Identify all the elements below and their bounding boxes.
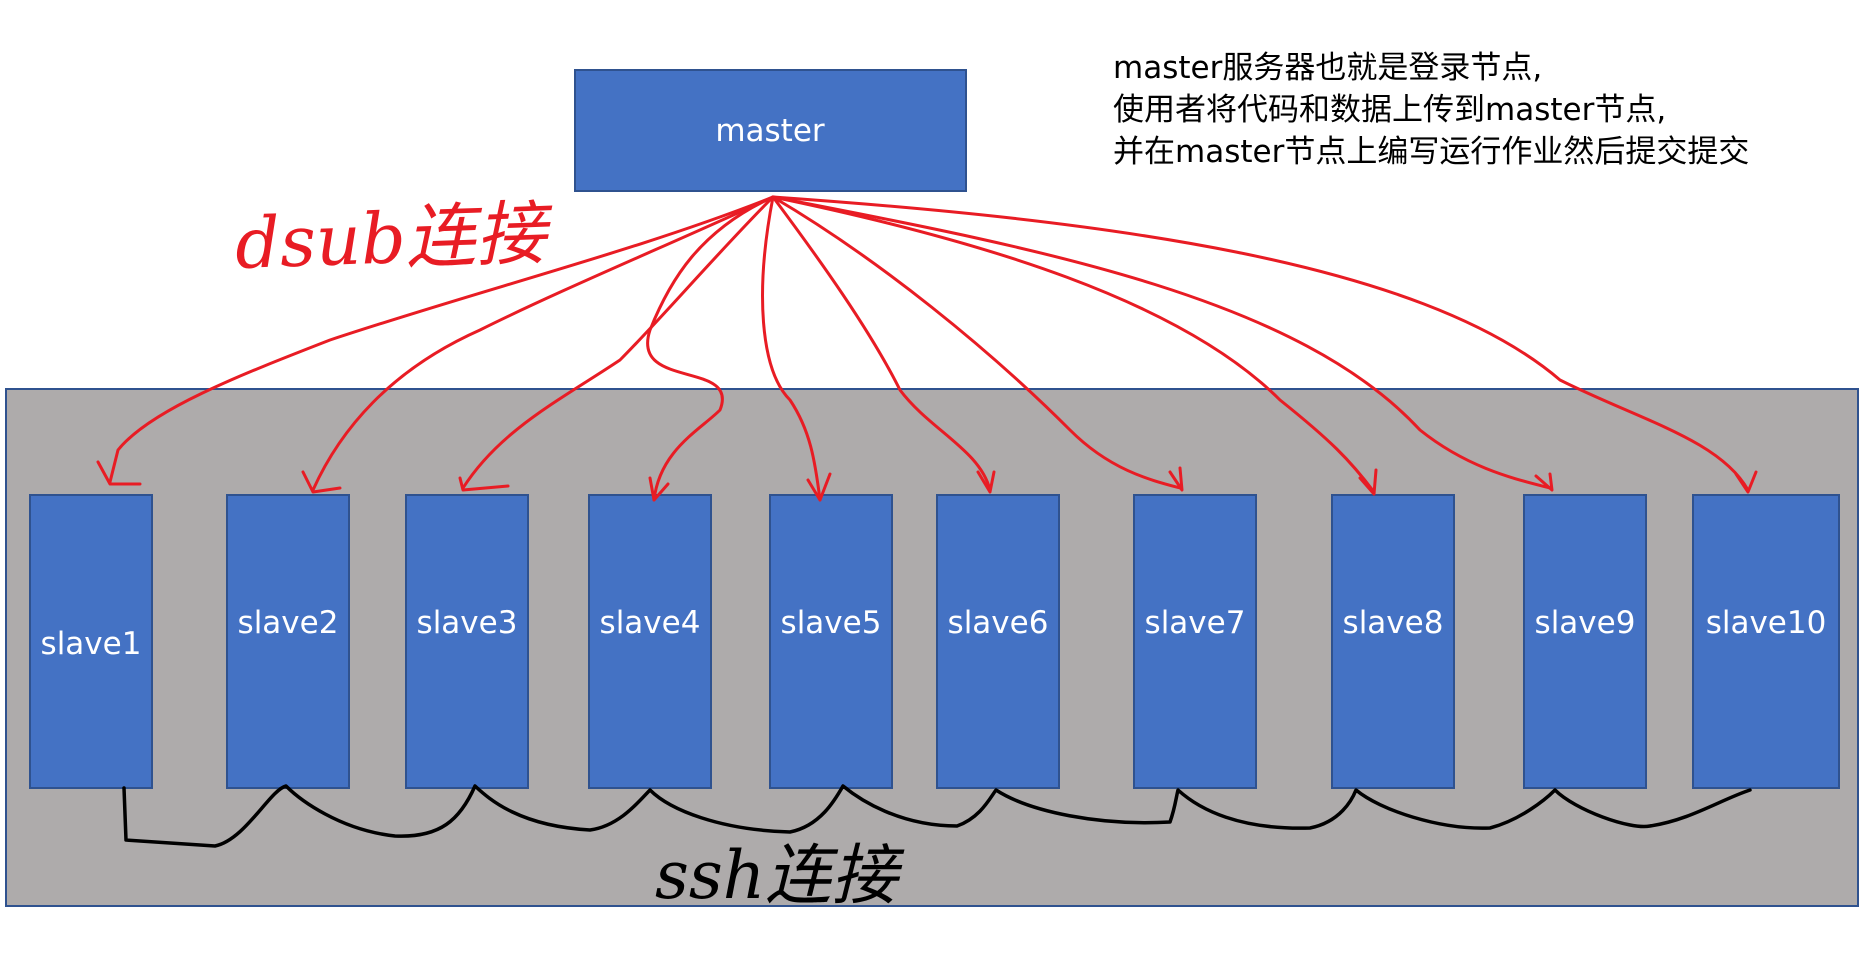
slave-node-1: slave1 — [29, 494, 153, 789]
note-line-3: 并在master节点上编写运行作业然后提交提交 — [1113, 134, 1750, 170]
dsub-arrow-to-slave2 — [311, 195, 775, 492]
dsub-arrow-to-slave1 — [108, 195, 775, 484]
slave-label: slave6 — [948, 605, 1049, 641]
master-node: master — [574, 69, 967, 192]
arrowhead — [301, 470, 342, 494]
arrowhead — [1358, 468, 1378, 496]
slave-node-6: slave6 — [936, 494, 1060, 789]
dsub-arrow-to-slave9 — [771, 195, 1552, 490]
arrowhead — [976, 470, 996, 494]
slave-node-9: slave9 — [1523, 494, 1647, 789]
dsub-arrow-to-slave3 — [461, 195, 775, 490]
slave-node-7: slave7 — [1133, 494, 1257, 789]
slave-label: slave5 — [781, 605, 882, 641]
dsub-arrow-to-slave5 — [761, 195, 822, 502]
note-line-1: master服务器也就是登录节点, — [1113, 50, 1543, 86]
dsub-arrow-to-slave7 — [771, 195, 1182, 490]
arrowhead — [1534, 472, 1554, 492]
slave-node-10: slave10 — [1692, 494, 1840, 789]
ssh-annotation: ssh连接 — [655, 837, 905, 914]
slave-label: slave10 — [1706, 605, 1827, 641]
slave-label: slave9 — [1535, 605, 1636, 641]
slave-label: slave1 — [41, 626, 142, 662]
slave-node-2: slave2 — [226, 494, 350, 789]
slave-label: slave2 — [238, 605, 339, 641]
dsub-annotation: dsub连接 — [234, 192, 555, 285]
slave-node-4: slave4 — [588, 494, 712, 789]
slave-label: slave4 — [600, 605, 701, 641]
slave-node-3: slave3 — [405, 494, 529, 789]
slave-label: slave7 — [1145, 605, 1246, 641]
dsub-arrow-to-slave4 — [646, 195, 775, 502]
arrowhead — [1168, 466, 1184, 492]
master-label: master — [715, 113, 825, 149]
ssh-connection-curve — [122, 784, 1752, 848]
dsub-arrows — [96, 195, 1758, 502]
slave-label: slave8 — [1343, 605, 1444, 641]
dsub-arrow-to-slave10 — [771, 195, 1750, 492]
dsub-arrow-to-slave8 — [771, 195, 1376, 494]
dsub-arrow-to-slave6 — [771, 195, 992, 492]
arrowhead — [458, 476, 510, 492]
arrowhead — [806, 472, 832, 502]
arrowhead — [1734, 470, 1758, 494]
note-line-2: 使用者将代码和数据上传到master节点, — [1113, 92, 1667, 128]
slave-label: slave3 — [417, 605, 518, 641]
slave-node-8: slave8 — [1331, 494, 1455, 789]
arrowhead — [648, 476, 670, 502]
arrowhead — [96, 460, 142, 486]
slave-node-5: slave5 — [769, 494, 893, 789]
